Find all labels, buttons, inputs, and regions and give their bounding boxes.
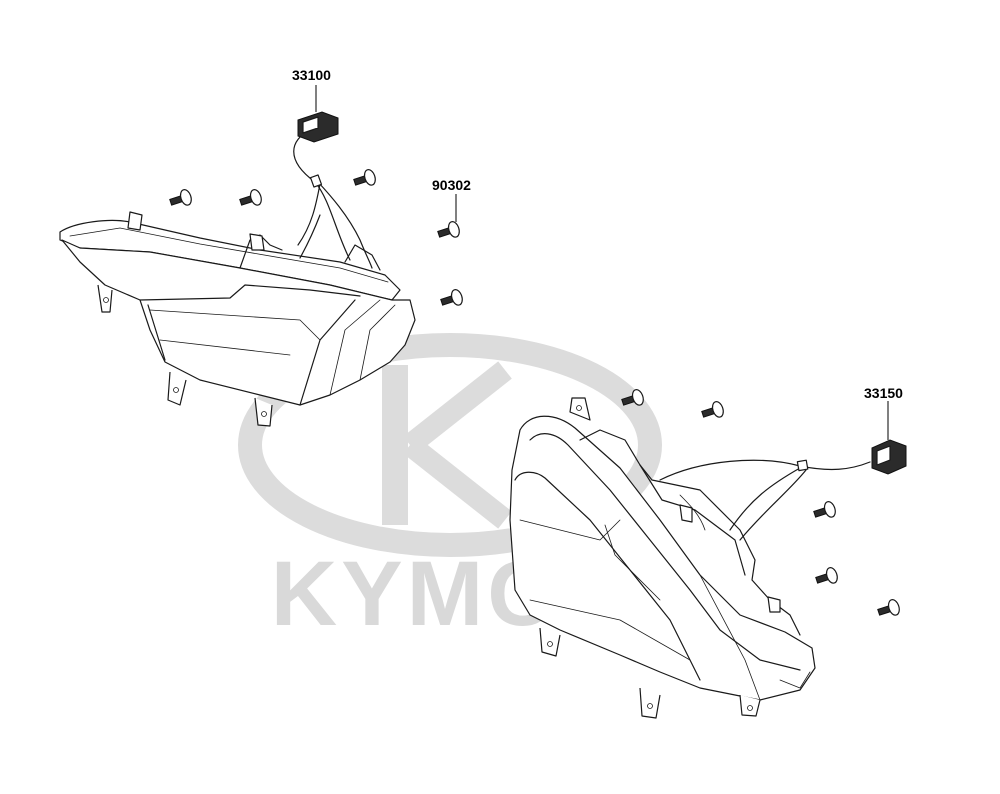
- screw-9: [815, 567, 838, 584]
- screw-10: [877, 599, 900, 616]
- front-right-lamp-assembly: [509, 397, 907, 719]
- screw-1: [169, 189, 192, 206]
- screw-3: [353, 169, 376, 186]
- screw-8: [813, 501, 836, 518]
- screws-lower-group: [621, 389, 900, 616]
- screw-6: [621, 389, 644, 406]
- watermark-logo: [238, 333, 662, 557]
- screw-4: [437, 221, 460, 238]
- leader-lines: [315, 85, 889, 440]
- screw-2: [239, 189, 262, 206]
- screws-upper-group: [169, 169, 463, 306]
- callout-33100: 33100: [292, 67, 331, 83]
- callout-90302: 90302: [432, 177, 471, 193]
- screw-7: [701, 401, 724, 418]
- screw-5: [440, 289, 463, 306]
- callout-33150: 33150: [864, 385, 903, 401]
- front-left-lamp-assembly: [59, 111, 416, 427]
